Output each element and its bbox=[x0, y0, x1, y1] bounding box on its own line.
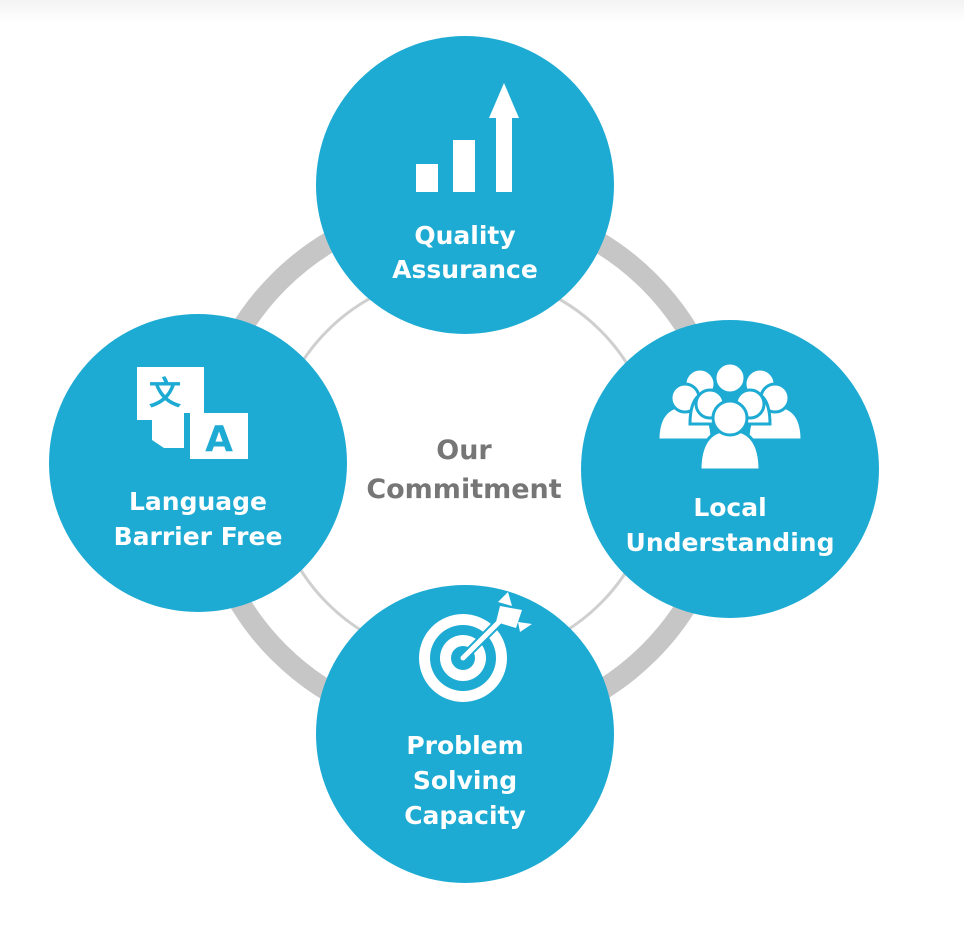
center-label-line2: Commitment bbox=[366, 474, 561, 505]
node-label-line2: Solving bbox=[413, 766, 517, 795]
center-label: Our Commitment bbox=[366, 435, 561, 505]
top-shade bbox=[0, 0, 964, 22]
target-arrow-icon bbox=[419, 592, 532, 702]
node-label-line2: Understanding bbox=[626, 528, 835, 557]
people-group-icon bbox=[656, 361, 804, 472]
translate-icon: 文 A bbox=[137, 367, 248, 460]
node-language-barrier-free: 文 A Language Barrier Free bbox=[49, 314, 347, 612]
bar-chart-growth-icon bbox=[416, 83, 519, 192]
translate-source-glyph: 文 bbox=[149, 374, 181, 412]
center-label-line1: Our bbox=[436, 435, 492, 466]
node-circle bbox=[49, 314, 347, 612]
node-label-line3: Capacity bbox=[404, 801, 526, 830]
node-quality-assurance: Quality Assurance bbox=[316, 36, 614, 334]
node-label-line1: Local bbox=[693, 493, 766, 522]
node-local-understanding: Local Understanding bbox=[581, 320, 879, 618]
node-label-line2: Barrier Free bbox=[114, 522, 283, 551]
node-label-line2: Assurance bbox=[392, 255, 538, 284]
node-circle bbox=[316, 585, 614, 883]
node-label-line1: Language bbox=[129, 487, 267, 516]
translate-target-glyph: A bbox=[205, 419, 233, 460]
node-label-line1: Quality bbox=[414, 221, 515, 250]
node-problem-solving-capacity: Problem Solving Capacity bbox=[316, 585, 614, 883]
node-label-line1: Problem bbox=[406, 731, 523, 760]
